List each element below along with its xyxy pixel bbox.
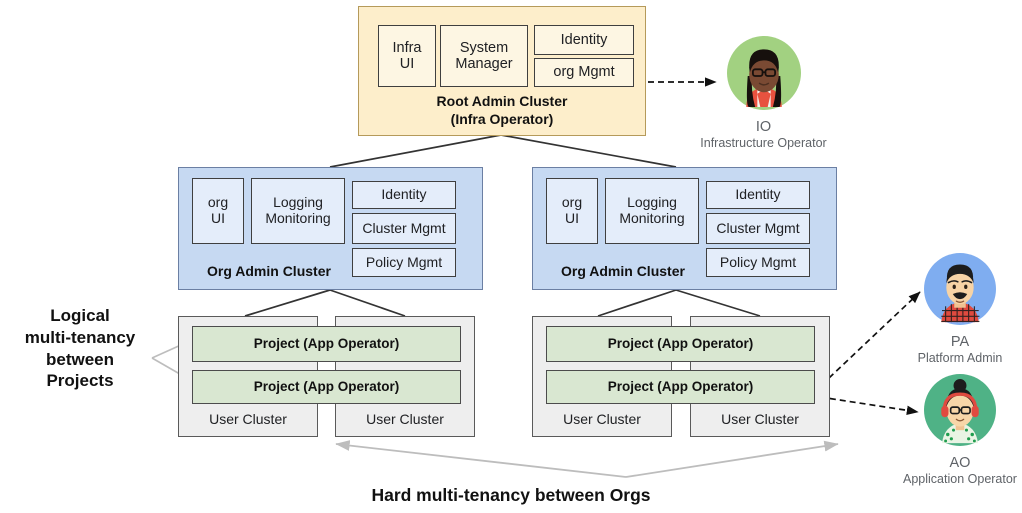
org2-component-policy-mgmt[interactable]: Policy Mgmt xyxy=(706,248,810,277)
persona-io[interactable]: IO Infrastructure Operator xyxy=(696,36,831,150)
org1-component-org-ui-label: org UI xyxy=(207,194,229,226)
org1-component-logging-monitoring-label: Logging Monitoring xyxy=(265,194,331,226)
arrow-hard-multitenancy xyxy=(335,440,839,478)
org-admin-cluster-1-title: Org Admin Cluster xyxy=(207,263,331,279)
org1-component-policy-mgmt[interactable]: Policy Mgmt xyxy=(352,248,456,277)
org2-project-1-label: Project (App Operator) xyxy=(607,336,754,352)
hard-multitenancy-caption: Hard multi-tenancy between Orgs xyxy=(371,485,651,505)
org1-component-policy-mgmt-label: Policy Mgmt xyxy=(365,253,443,270)
logical-multitenancy-caption: Logical multi-tenancy between Projects xyxy=(24,306,136,391)
org2-component-identity-label: Identity xyxy=(735,186,781,203)
org1-component-identity[interactable]: Identity xyxy=(352,181,456,209)
org1-user-cluster-1-label: User Cluster xyxy=(209,411,287,427)
org2-component-identity[interactable]: Identity xyxy=(706,181,810,209)
connector-root-to-orgs xyxy=(329,134,677,168)
root-component-identity-label: Identity xyxy=(560,31,608,48)
org2-user-cluster-1-label: User Cluster xyxy=(563,411,641,427)
persona-ao-role: Application Operator xyxy=(903,472,1017,486)
connector-org2-to-userclusters xyxy=(597,289,761,317)
org1-project-2-label: Project (App Operator) xyxy=(253,379,400,395)
persona-io-role: Infrastructure Operator xyxy=(700,136,827,150)
org2-user-cluster-2-label: User Cluster xyxy=(721,411,799,427)
connector-org1-to-userclusters xyxy=(244,289,406,317)
org-admin-cluster-2-title: Org Admin Cluster xyxy=(561,263,685,279)
org1-project-1-label: Project (App Operator) xyxy=(253,336,400,352)
persona-pa-role: Platform Admin xyxy=(917,351,1003,365)
root-component-system-manager[interactable]: System Manager xyxy=(440,25,528,87)
persona-io-abbrev: IO xyxy=(755,119,772,135)
org1-component-cluster-mgmt-label: Cluster Mgmt xyxy=(362,219,446,236)
org1-component-logging-monitoring[interactable]: Logging Monitoring xyxy=(251,178,345,244)
woman-bun-headphones-avatar xyxy=(924,374,996,446)
org2-component-logging-monitoring[interactable]: Logging Monitoring xyxy=(605,178,699,244)
man-mustache-plaid-avatar xyxy=(924,253,996,325)
root-component-org-mgmt-label: org Mgmt xyxy=(553,64,615,81)
org2-project-1[interactable]: Project (App Operator) xyxy=(546,326,815,362)
persona-pa-abbrev: PA xyxy=(950,334,970,350)
org2-component-org-ui-label: org UI xyxy=(561,194,583,226)
org2-component-cluster-mgmt-label: Cluster Mgmt xyxy=(716,219,800,236)
org2-component-org-ui[interactable]: org UI xyxy=(546,178,598,244)
org2-component-policy-mgmt-label: Policy Mgmt xyxy=(719,253,797,270)
root-component-identity[interactable]: Identity xyxy=(534,25,634,55)
org2-project-2[interactable]: Project (App Operator) xyxy=(546,370,815,404)
org1-component-org-ui[interactable]: org UI xyxy=(192,178,244,244)
org1-component-identity-label: Identity xyxy=(381,186,427,203)
persona-pa[interactable]: PA Platform Admin xyxy=(905,253,1015,365)
org1-project-1[interactable]: Project (App Operator) xyxy=(192,326,461,362)
root-admin-cluster-title: Root Admin Cluster (Infra Operator) xyxy=(436,93,568,127)
org2-component-cluster-mgmt[interactable]: Cluster Mgmt xyxy=(706,213,810,244)
persona-ao-abbrev: AO xyxy=(949,455,971,471)
root-component-infra-ui-label: Infra UI xyxy=(392,39,422,72)
root-component-infra-ui[interactable]: Infra UI xyxy=(378,25,436,87)
woman-glasses-long-hair-avatar xyxy=(726,36,801,110)
root-component-org-mgmt[interactable]: org Mgmt xyxy=(534,58,634,87)
org1-component-cluster-mgmt[interactable]: Cluster Mgmt xyxy=(352,213,456,244)
root-component-system-manager-label: System Manager xyxy=(455,39,513,72)
persona-ao[interactable]: AO Application Operator xyxy=(897,374,1022,486)
org1-project-2[interactable]: Project (App Operator) xyxy=(192,370,461,404)
org1-user-cluster-2-label: User Cluster xyxy=(366,411,444,427)
org2-project-2-label: Project (App Operator) xyxy=(607,379,754,395)
org2-component-logging-monitoring-label: Logging Monitoring xyxy=(619,194,685,226)
